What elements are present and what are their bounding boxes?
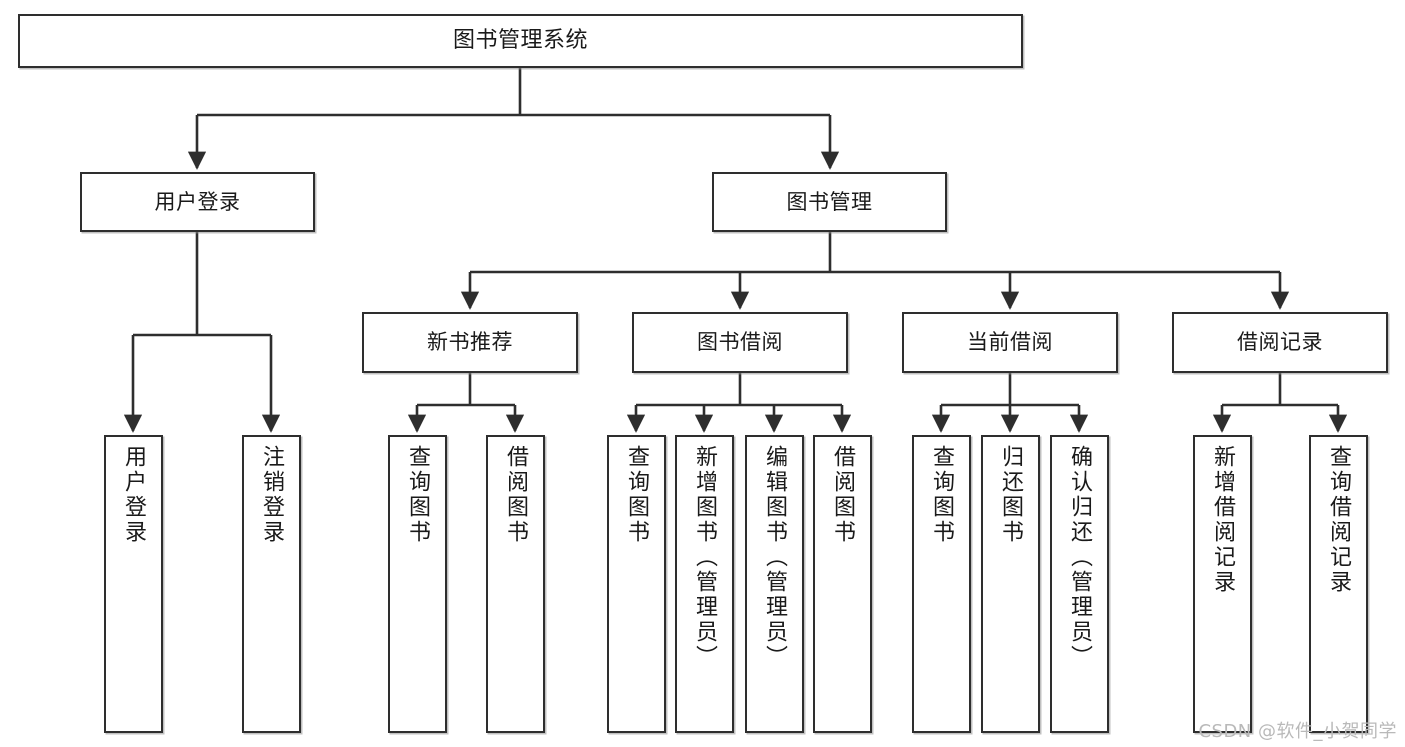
node-label: 查询图书 bbox=[405, 445, 431, 545]
node-leaf-query-book-borrow[interactable]: 查询图书 bbox=[607, 435, 666, 733]
node-leaf-confirm-return[interactable]: 确认归还（管理员） bbox=[1050, 435, 1109, 733]
node-label: 新增借阅记录 bbox=[1210, 445, 1236, 595]
node-root-system[interactable]: 图书管理系统 bbox=[18, 14, 1023, 68]
node-leaf-edit-book[interactable]: 编辑图书（管理员） bbox=[745, 435, 804, 733]
node-leaf-user-login[interactable]: 用户登录 bbox=[104, 435, 163, 733]
node-leaf-query-book-rec[interactable]: 查询图书 bbox=[388, 435, 447, 733]
node-label: 注销登录 bbox=[259, 445, 285, 545]
node-leaf-query-borrow-record[interactable]: 查询借阅记录 bbox=[1309, 435, 1368, 733]
node-label: 图书借阅 bbox=[697, 330, 783, 355]
node-leaf-query-book-current[interactable]: 查询图书 bbox=[912, 435, 971, 733]
node-label: 图书管理系统 bbox=[452, 28, 588, 54]
node-label: 借阅图书 bbox=[503, 445, 529, 545]
node-label: 借阅图书 bbox=[830, 445, 856, 545]
node-book-borrow[interactable]: 图书借阅 bbox=[632, 312, 848, 373]
node-label: 查询借阅记录 bbox=[1326, 445, 1352, 595]
node-label: 归还图书 bbox=[998, 445, 1024, 545]
node-label: 新增图书（管理员） bbox=[692, 445, 718, 670]
node-label: 新书推荐 bbox=[427, 330, 513, 355]
node-label: 确认归还（管理员） bbox=[1067, 445, 1093, 670]
node-leaf-add-book[interactable]: 新增图书（管理员） bbox=[675, 435, 734, 733]
node-leaf-logout-login[interactable]: 注销登录 bbox=[242, 435, 301, 733]
node-leaf-borrow-book-rec[interactable]: 借阅图书 bbox=[486, 435, 545, 733]
node-label: 当前借阅 bbox=[967, 330, 1053, 355]
node-label: 图书管理 bbox=[786, 189, 873, 214]
node-leaf-return-book[interactable]: 归还图书 bbox=[981, 435, 1040, 733]
node-leaf-borrow-book[interactable]: 借阅图书 bbox=[813, 435, 872, 733]
node-current-borrow[interactable]: 当前借阅 bbox=[902, 312, 1118, 373]
node-label: 借阅记录 bbox=[1237, 330, 1323, 355]
node-label: 用户登录 bbox=[154, 189, 241, 214]
node-label: 编辑图书（管理员） bbox=[762, 445, 788, 670]
node-user-login[interactable]: 用户登录 bbox=[80, 172, 315, 232]
node-borrow-record[interactable]: 借阅记录 bbox=[1172, 312, 1388, 373]
node-leaf-add-borrow-record[interactable]: 新增借阅记录 bbox=[1193, 435, 1252, 733]
csdn-watermark: CSDN @软件_小贺同学 bbox=[1198, 721, 1397, 742]
node-label: 用户登录 bbox=[121, 445, 147, 545]
node-new-book-recommend[interactable]: 新书推荐 bbox=[362, 312, 578, 373]
node-label: 查询图书 bbox=[624, 445, 650, 545]
node-label: 查询图书 bbox=[929, 445, 955, 545]
node-book-manage[interactable]: 图书管理 bbox=[712, 172, 947, 232]
